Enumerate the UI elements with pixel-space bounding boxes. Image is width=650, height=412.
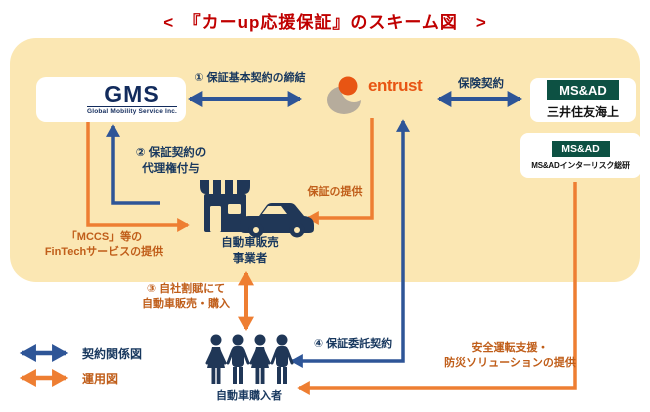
gms-logo: GMS Global Mobility Service Inc.: [36, 77, 186, 122]
msad-interrisk-name: MS&ADインターリスク総研: [531, 160, 630, 170]
msad-insurance-logo: MS&AD 三井住友海上: [530, 78, 636, 122]
msad-brand-chip: MS&AD: [547, 80, 619, 100]
store-car-icon: [200, 180, 314, 238]
label-basic-contract: ① 保証基本契約の締結: [194, 72, 306, 84]
msad-brand-chip: MS&AD: [551, 140, 610, 157]
entrust-logo: entrust: [326, 72, 446, 118]
entrust-logo-icon: [327, 76, 367, 114]
label-insurance-contract: 保険契約: [458, 78, 504, 90]
arrow-safety-solution: [297, 182, 577, 395]
dealer-label: 自動車販売 事業者: [221, 237, 279, 265]
arrow-guarantee-consignment: [290, 119, 410, 368]
legend-contract-label: 契約関係図: [82, 347, 143, 361]
gms-subtitle: Global Mobility Service Inc.: [86, 105, 178, 115]
msad-interrisk-logo: MS&AD MS&ADインターリスク総研: [520, 133, 641, 178]
legend-operation-label: 運用図: [82, 372, 119, 386]
label-fintech-service: 「MCCS」等の FinTechサービスの提供: [44, 231, 164, 258]
label-safety-solution: 安全運転支援・ 防災ソリューションの提供: [444, 342, 576, 369]
arrow-fintech-service: [86, 118, 190, 232]
page-title: < 『カーup応援保証』のスキーム図 >: [163, 13, 487, 32]
entrust-name: entrust: [368, 76, 423, 95]
label-guarantee-consignment: ④ 保証委託契約: [313, 338, 393, 350]
buyers-icon: [205, 334, 294, 384]
label-installment-sales: ③ 自社割賦にて 自動車販売・購入: [142, 283, 230, 310]
msad-insurance-name: 三井住友海上: [546, 105, 619, 119]
arrow-agency-grant: [106, 124, 160, 205]
arrow-guarantee-provision: [306, 118, 374, 225]
label-guarantee-provision: 保証の提供: [307, 186, 363, 198]
label-agency-grant: ② 保証契約の 代理権付与: [135, 147, 207, 175]
buyer-label: 自動車購入者: [216, 390, 282, 402]
gms-name: GMS: [104, 81, 160, 108]
